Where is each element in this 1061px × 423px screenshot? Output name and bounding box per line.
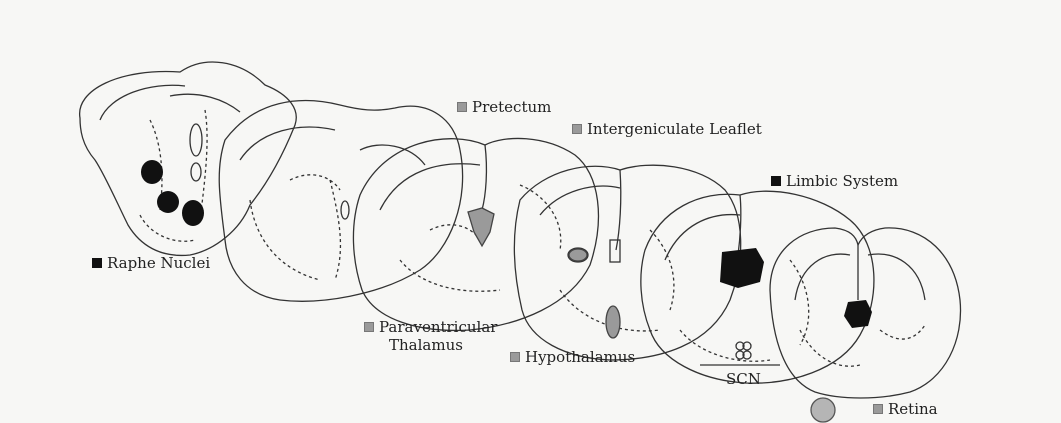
- retina-label: Retina: [873, 400, 938, 418]
- limbic-label: Limbic System: [771, 172, 898, 190]
- pvt-label-line2: Thalamus: [379, 336, 497, 354]
- igl-label: Intergeniculate Leaflet: [572, 120, 762, 138]
- pvt-label-line1: Paraventricular: [379, 318, 497, 336]
- raphe-label-text: Raphe Nuclei: [107, 254, 210, 272]
- raphe-label: Raphe Nuclei: [92, 254, 210, 272]
- black-swatch-icon: [92, 258, 102, 268]
- hypothalamus-label: Hypothalamus: [510, 348, 635, 366]
- hypothalamus-label-text: Hypothalamus: [525, 348, 635, 366]
- retina-circle: [811, 398, 835, 422]
- gray-swatch-icon: [457, 102, 467, 112]
- gray-swatch-icon: [572, 124, 582, 134]
- pretectum-label-text: Pretectum: [472, 98, 551, 116]
- section-hindbrain: [80, 62, 297, 255]
- scn-label-text: SCN: [726, 370, 761, 388]
- section-midbrain: [219, 101, 462, 302]
- pretectum-label: Pretectum: [457, 98, 551, 116]
- raphe-spot-1: [141, 160, 163, 184]
- pvt-label: Paraventricular Thalamus: [364, 318, 497, 354]
- scn-label: SCN: [726, 370, 761, 388]
- limbic-label-text: Limbic System: [786, 172, 898, 190]
- raphe-spot-2: [157, 191, 179, 213]
- gray-swatch-icon: [873, 404, 883, 414]
- section-forebrain: [641, 191, 874, 383]
- limbic-region-septal: [844, 300, 872, 328]
- hypothalamus-region: [606, 306, 620, 338]
- gray-swatch-icon: [510, 352, 520, 362]
- gray-swatch-icon: [364, 322, 374, 332]
- retina-label-text: Retina: [888, 400, 938, 418]
- section-diencephalon: [514, 165, 740, 360]
- raphe-spot-3: [182, 200, 204, 226]
- limbic-region: [720, 248, 764, 288]
- black-swatch-icon: [771, 176, 781, 186]
- igl-label-text: Intergeniculate Leaflet: [587, 120, 762, 138]
- pretectum-region: [468, 208, 494, 246]
- igl-region: [569, 249, 587, 261]
